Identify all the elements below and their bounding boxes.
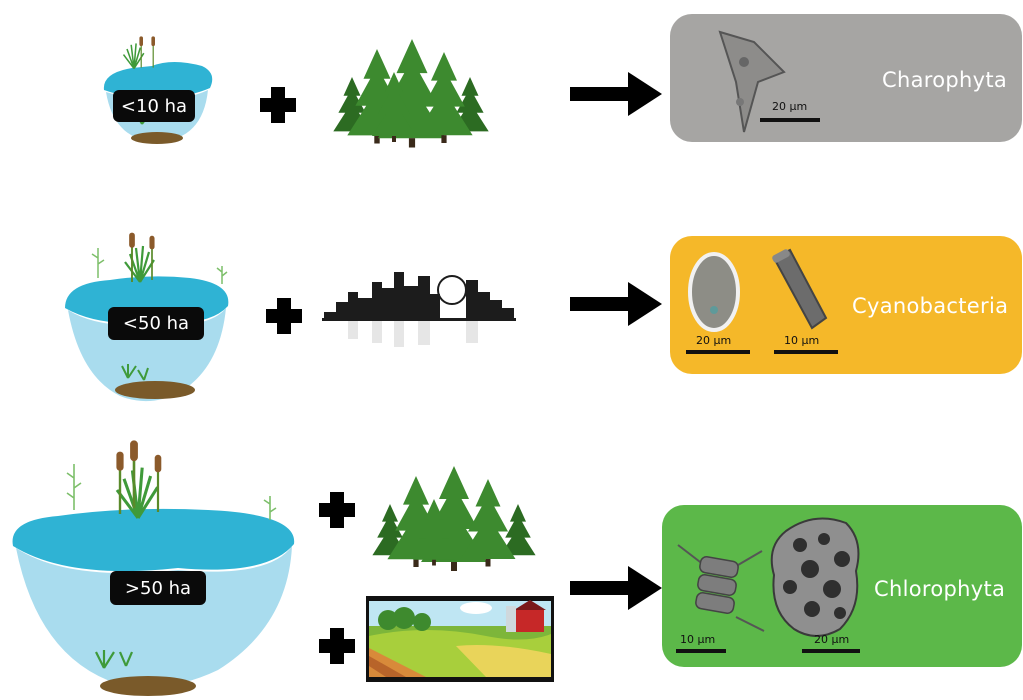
forest-icon [372, 466, 536, 571]
arrow-right-icon [570, 566, 662, 610]
lake-size-label: <50 ha [108, 307, 204, 340]
result-card-charophyta: 20 µm Charophyta [670, 14, 1022, 142]
scale-label: 20 µm [696, 334, 732, 347]
plus-icon [319, 492, 355, 528]
plus-icon [319, 628, 355, 664]
charophyta-cell-icon [718, 30, 786, 133]
arrow-right-icon [570, 282, 662, 326]
lake-size-label: <10 ha [113, 90, 195, 122]
cyanobacteria-oval-cell-icon [688, 252, 740, 332]
lake-large-icon [12, 439, 295, 696]
cyanobacteria-rod-cell-icon [772, 248, 828, 330]
scale-label: 10 µm [680, 633, 716, 646]
result-card-chlorophyta: 10 µm 20 µm Chlorophyta [662, 505, 1022, 667]
chlorophyta-colony-icon [770, 517, 860, 637]
result-label: Chlorophyta [874, 577, 1006, 601]
scale-bar [802, 649, 860, 653]
scale-bar [686, 350, 750, 354]
scale-label: 20 µm [814, 633, 850, 646]
forest-icon [333, 39, 489, 148]
city-skyline-icon [322, 272, 516, 347]
scale-label: 20 µm [772, 100, 808, 113]
result-label: Cyanobacteria [852, 294, 1009, 318]
scale-label: 10 µm [784, 334, 820, 347]
plus-icon [266, 298, 302, 334]
lake-size-label: >50 ha [110, 571, 206, 605]
chlorophyta-chain-cell-icon [677, 544, 765, 632]
result-label: Charophyta [882, 68, 1008, 92]
arrow-right-icon [570, 72, 662, 116]
scale-bar [676, 649, 726, 653]
scale-bar [774, 350, 838, 354]
scale-bar [760, 118, 820, 122]
farmland-icon [366, 596, 554, 682]
result-card-cyanobacteria: 20 µm 10 µm Cyanobacteria [670, 236, 1022, 374]
plus-icon [260, 87, 296, 123]
